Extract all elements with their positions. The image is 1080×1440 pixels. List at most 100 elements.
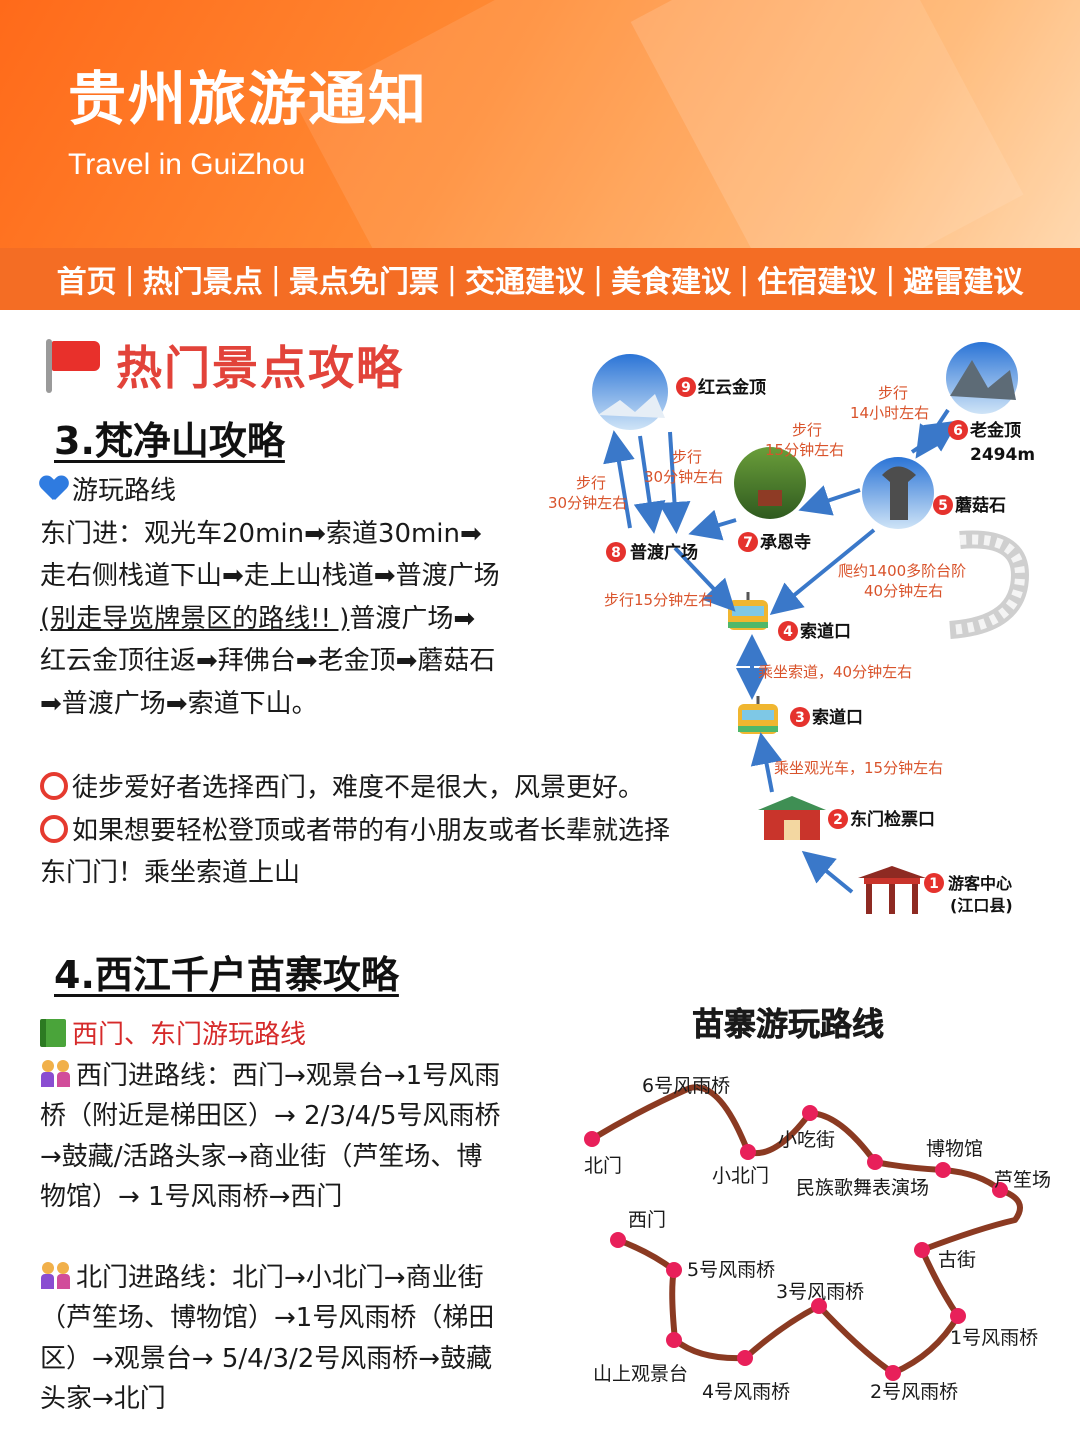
node-pudu-square: 8 普渡广场	[606, 542, 698, 563]
edge-label: 步行	[792, 421, 822, 439]
node-hongyun: 9 红云金顶	[676, 377, 766, 398]
cable-car-icon	[738, 696, 778, 734]
route-nodes: 9 红云金顶 6 老金顶 2494m 5 蘑菇石 7 承恩寺 8 普渡广场 4 …	[606, 377, 1035, 915]
node-label: 索道口	[800, 621, 851, 642]
visitor-center-gate-icon	[858, 866, 926, 914]
stop-label: 山上观景台	[593, 1363, 688, 1385]
stop-dot	[666, 1332, 682, 1348]
edge-label: 步行15分钟左右	[604, 591, 713, 609]
section-heading: 热门景点攻略	[40, 332, 404, 398]
nav-item-lodging[interactable]: 住宿建议	[757, 265, 878, 300]
route-line: 区）→观景台→ 5/4/3/2号风雨桥→鼓藏	[40, 1343, 493, 1374]
xijiang-routes: 西门、东门游玩路线 西门进路线：西门→观景台→1号风雨 桥（附近是梯田区）→ 2…	[40, 1015, 560, 1420]
route-stops	[584, 1105, 1008, 1381]
red-flag-icon	[40, 337, 102, 393]
node-label: (江口县)	[950, 896, 1013, 915]
node-east-gate: 2 东门检票口	[828, 809, 935, 830]
tip-text: 如果想要轻松登顶或者带的有小朋友或者长辈就选择	[72, 815, 671, 846]
xijiang-heading: 4.西江千户苗寨攻略	[54, 953, 399, 997]
tip-text: 徒步爱好者选择西门，难度不是很大，风景更好。	[72, 773, 645, 803]
chengensi-photo	[734, 447, 806, 519]
blue-heart-icon	[40, 476, 68, 502]
nav-separator: |	[739, 261, 750, 297]
edge-label: 步行	[878, 384, 908, 402]
stop-dot	[666, 1262, 682, 1278]
stop-label: 4号风雨桥	[702, 1381, 790, 1403]
stop-label: 民族歌舞表演场	[796, 1177, 929, 1199]
edge-label: 30分钟左右	[548, 494, 627, 512]
section-title: 热门景点攻略	[116, 341, 404, 395]
stop-dot	[802, 1105, 818, 1121]
svg-text:4: 4	[783, 624, 793, 640]
people-icon	[40, 1059, 72, 1088]
miao-map-title: 苗寨游玩路线	[692, 1005, 884, 1043]
stop-label: 古街	[938, 1249, 976, 1271]
stop-label: 芦笙场	[994, 1169, 1051, 1191]
stop-dot	[992, 1182, 1008, 1198]
nav-item-free-tickets[interactable]: 景点免门票	[288, 265, 439, 300]
stop-label: 3号风雨桥	[776, 1281, 864, 1303]
stairs-illustration	[949, 530, 1030, 639]
nav-item-pitfalls[interactable]: 避雷建议	[903, 265, 1024, 300]
laojinding-photo	[946, 342, 1018, 414]
route-line: ➡普渡广场➡索道下山。	[40, 688, 318, 719]
node-altitude: 2494m	[970, 445, 1035, 465]
fanjingshan-tips: 徒步爱好者选择西门，难度不是很大，风景更好。 如果想要轻松登顶或者带的有小朋友或…	[40, 767, 760, 895]
nav-separator: |	[124, 261, 135, 297]
route-line: 桥（附近是梯田区）→ 2/3/4/5号风雨桥	[40, 1101, 501, 1131]
stop-dot	[740, 1144, 756, 1160]
nav-separator: |	[593, 261, 604, 297]
route-line: （芦笙场、博物馆）→1号风雨桥（梯田	[40, 1303, 495, 1333]
route-line: (别走导览牌景区的路线!! )普渡广场➡	[40, 598, 580, 641]
edge-label: 40分钟左右	[864, 582, 943, 600]
svg-text:8: 8	[611, 545, 621, 561]
node-cableway-top: 4 索道口	[778, 621, 851, 642]
stop-dot	[885, 1365, 901, 1381]
miao-village-route-map: 苗寨游玩路线 6号风雨桥 北门 小北门 小吃街 博物馆 民族歌舞表演场 芦笙场 …	[584, 1005, 1051, 1403]
node-visitor-center: 1 游客中心 (江口县)	[924, 873, 1013, 915]
circle-icon	[40, 772, 68, 800]
xijiang-subheading: 西门、东门游玩路线	[72, 1020, 307, 1050]
edge-label: 步行	[672, 448, 702, 466]
node-mushroom-rock: 5 蘑菇石	[933, 495, 1006, 516]
stop-dot	[811, 1298, 827, 1314]
nav-item-home[interactable]: 首页	[56, 265, 117, 300]
node-chengensi: 7 承恩寺	[738, 532, 811, 553]
stop-label: 5号风雨桥	[687, 1259, 775, 1281]
tip-row: 如果想要轻松登顶或者带的有小朋友或者长辈就选择	[40, 810, 760, 853]
tip-text: 东门门！乘坐索道上山	[40, 858, 301, 888]
nav-separator: |	[270, 261, 281, 297]
stop-label: 小吃街	[778, 1129, 835, 1151]
node-label: 索道口	[812, 707, 863, 728]
edge-label: 步行	[576, 474, 606, 492]
stop-label: 小北门	[712, 1165, 769, 1187]
stop-label: 博物馆	[926, 1138, 983, 1160]
svg-text:2: 2	[833, 812, 843, 828]
route-line: 物馆）→ 1号风雨桥→西门	[40, 1182, 343, 1212]
edge-label: 爬约1400多阶台阶	[838, 562, 966, 580]
nav-item-food[interactable]: 美食建议	[611, 265, 732, 300]
edge-label: 乘坐索道，40分钟左右	[758, 663, 912, 681]
route-line: →鼓藏/活路头家→商业街（芦笙场、博	[40, 1141, 483, 1172]
node-cableway-bottom: 3 索道口	[790, 707, 863, 728]
nav-bar: 首页 | 热门景点 | 景点免门票 | 交通建议 | 美食建议 | 住宿建议 |…	[0, 248, 1080, 310]
hongyun-photo	[592, 354, 668, 430]
node-label: 红云金顶	[698, 377, 766, 398]
nav-item-transport[interactable]: 交通建议	[465, 265, 585, 300]
edge-label: 14小时左右	[850, 404, 929, 422]
people-icon	[40, 1261, 72, 1290]
page-subtitle: Travel in GuiZhou	[68, 148, 306, 181]
fanjingshan-heading: 3.梵净山攻略	[54, 419, 285, 463]
circle-icon	[40, 814, 68, 843]
route-stop-labels: 6号风雨桥 北门 小北门 小吃街 博物馆 民族歌舞表演场 芦笙场 西门 5号风雨…	[584, 1075, 1051, 1403]
edge-label: 乘坐观光车，15分钟左右	[774, 759, 943, 777]
svg-text:9: 9	[681, 380, 691, 396]
svg-text:1: 1	[929, 876, 939, 892]
node-label: 普渡广场	[630, 542, 698, 563]
stop-label: 6号风雨桥	[642, 1075, 730, 1097]
route-edge-labels: 步行 14小时左右 步行 15分钟左右 步行 30分钟左右 步行 30分钟左右 …	[548, 384, 966, 777]
edge-label: 30分钟左右	[644, 468, 723, 486]
route-line: 西门进路线：西门→观景台→1号风雨	[76, 1060, 501, 1091]
nav-item-hot-spots[interactable]: 热门景点	[142, 265, 263, 300]
xijiang-sub-row: 西门、东门游玩路线	[40, 1015, 560, 1056]
